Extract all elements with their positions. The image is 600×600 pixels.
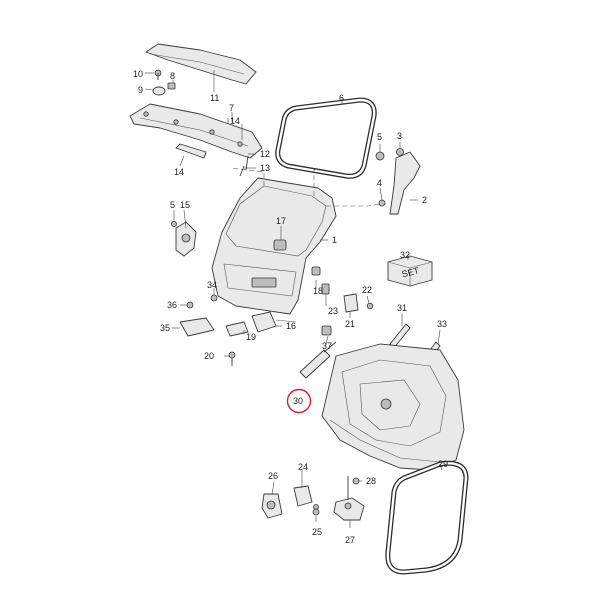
rear-spoiler	[145, 43, 257, 85]
callout-14-top: 14	[230, 116, 240, 126]
trim-strip-14	[175, 143, 207, 159]
callout-5-right: 5	[377, 132, 382, 142]
lock-assembly-15	[171, 221, 197, 257]
callout-2: 2	[422, 195, 427, 205]
callout-8: 8	[170, 71, 175, 81]
callout-32: 32	[400, 250, 410, 260]
clip-22	[366, 302, 374, 310]
callout-34: 34	[207, 280, 217, 290]
switch-19	[225, 321, 249, 337]
bumper-18	[311, 266, 321, 276]
spoiler-grommet-9	[152, 86, 166, 96]
callout-28: 28	[366, 476, 376, 486]
spoiler-bolt-10	[154, 69, 162, 80]
lock-striker-27	[333, 476, 365, 521]
callout-11: 11	[210, 93, 219, 103]
callout-23: 23	[328, 306, 338, 316]
spoiler-bracket	[129, 103, 263, 159]
screw-13	[239, 165, 245, 177]
callout-5-left: 5	[170, 200, 175, 210]
callout-24: 24	[298, 462, 308, 472]
callout-labels: 10 9 8 11 7 14 12 13 14 6 3 5 4 2 5 15 1…	[133, 69, 448, 545]
callout-6: 6	[339, 93, 344, 103]
kit-box-label: SET	[401, 265, 421, 279]
bolt-28	[352, 477, 360, 485]
highlight-ring-30	[286, 388, 312, 414]
callout-18: 18	[313, 286, 323, 296]
callout-27: 27	[345, 535, 355, 545]
number-plate-light-35	[179, 317, 215, 337]
callout-25: 25	[312, 527, 322, 537]
callout-10: 10	[133, 69, 143, 79]
leader-lines	[144, 70, 443, 528]
callout-37: 37	[322, 341, 332, 351]
boot-seal-29	[385, 460, 469, 575]
repair-kit-box: SET	[387, 255, 433, 287]
callout-36: 36	[167, 300, 177, 310]
callout-21: 21	[345, 319, 355, 329]
tailgate-hinge	[375, 148, 421, 215]
callout-7: 7	[229, 103, 234, 113]
callout-22: 22	[362, 285, 372, 295]
callout-3: 3	[397, 131, 402, 141]
screw-20	[228, 351, 236, 366]
screw-12	[245, 155, 249, 171]
striker-21	[343, 293, 359, 313]
gas-strut-31	[389, 323, 411, 349]
callout-16: 16	[286, 321, 296, 331]
callout-1: 1	[332, 235, 337, 245]
callout-13: 13	[260, 163, 270, 173]
buffer-37	[321, 325, 332, 336]
callout-15: 15	[180, 200, 190, 210]
bolt-25	[312, 508, 320, 516]
callout-30: 30	[293, 396, 303, 406]
buffer-23	[321, 283, 330, 295]
emblem-17	[273, 239, 287, 251]
spoiler-clip-8	[167, 82, 176, 90]
callout-14-bottom: 14	[174, 167, 184, 177]
callout-29: 29	[438, 459, 448, 469]
vehicle-rear-body	[321, 343, 465, 471]
callout-33: 33	[437, 319, 447, 329]
latch-cover-26	[261, 493, 283, 519]
bolt-34	[210, 294, 218, 302]
callout-4: 4	[377, 178, 382, 188]
gas-strut-30	[299, 341, 337, 379]
rear-window-seal	[275, 97, 377, 179]
latch-24	[293, 485, 319, 510]
callout-26: 26	[268, 471, 278, 481]
callout-35: 35	[160, 323, 170, 333]
bolt-36	[186, 301, 194, 309]
callout-12: 12	[260, 149, 270, 159]
callout-19: 19	[246, 332, 256, 342]
callout-9: 9	[138, 85, 143, 95]
callout-31: 31	[397, 303, 407, 313]
callout-17: 17	[276, 216, 286, 226]
callout-20: 20	[204, 351, 214, 361]
